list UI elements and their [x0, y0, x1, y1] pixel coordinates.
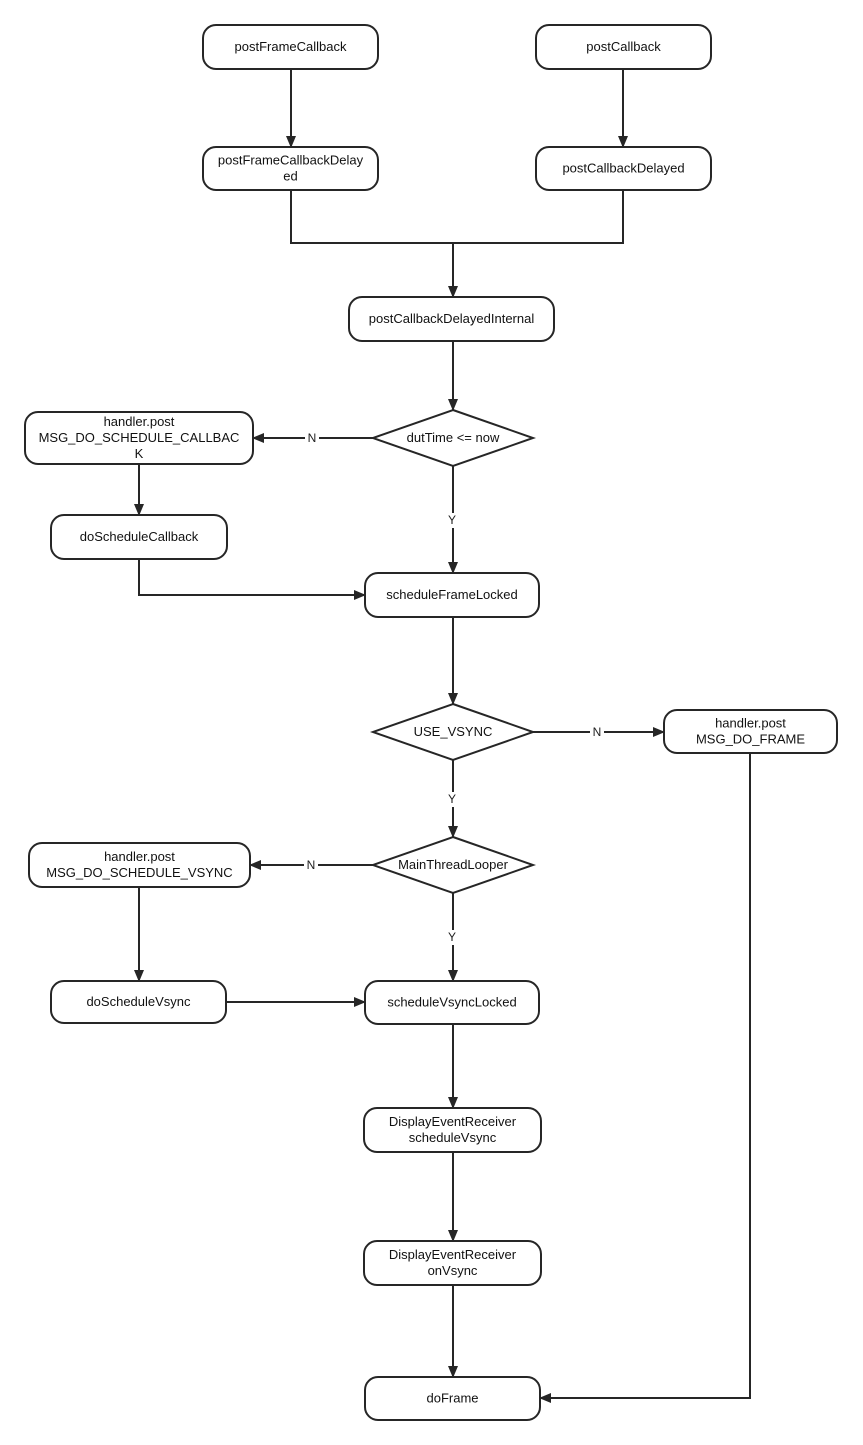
node-do-schedule-vsync[interactable]: doScheduleVsync	[50, 980, 227, 1024]
edge-label-use-vsync-no: N	[593, 725, 602, 739]
node-label-line: handler.post	[104, 849, 175, 864]
node-label-line: MainThreadLooper	[398, 857, 509, 872]
node-do-schedule-callback[interactable]: doScheduleCallback	[50, 514, 228, 560]
node-post-callback[interactable]: postCallback	[535, 24, 712, 70]
node-label-line: MSG_DO_FRAME	[696, 732, 805, 747]
node-label-line: dutTime <= now	[407, 430, 500, 445]
node-schedule-frame-locked[interactable]: scheduleFrameLocked	[364, 572, 540, 618]
node-label-line: DisplayEventReceiver	[389, 1247, 517, 1262]
node-label-line: scheduleFrameLocked	[386, 587, 518, 602]
node-do-frame[interactable]: doFrame	[364, 1376, 541, 1421]
node-label-line: doFrame	[426, 1391, 478, 1406]
node-label: scheduleFrameLocked	[386, 587, 518, 602]
node-label: doScheduleVsync	[86, 994, 191, 1009]
node-label: doFrame	[426, 1391, 478, 1406]
node-post-callback-delayed-internal[interactable]: postCallbackDelayedInternal	[348, 296, 555, 342]
node-label-line: K	[135, 446, 144, 461]
node-schedule-vsync-locked[interactable]: scheduleVsyncLocked	[364, 980, 540, 1025]
node-label-line: handler.post	[715, 716, 786, 731]
node-label-line: ed	[283, 169, 297, 184]
decision-label: MainThreadLooper	[398, 857, 509, 872]
edge-post-frame-callback-delayed-to-merge	[290, 190, 453, 244]
nodes: postFrameCallback postCallback postFrame…	[24, 24, 838, 1421]
edge-label-dut-time-yes: Y	[448, 513, 456, 527]
node-label-line: doScheduleCallback	[80, 529, 199, 544]
node-label-line: scheduleVsync	[409, 1130, 497, 1145]
edge-labels: N Y N Y N Y	[304, 431, 604, 945]
node-label: doScheduleCallback	[80, 529, 199, 544]
node-label: postFrameCallback	[235, 39, 347, 54]
node-label-line: scheduleVsyncLocked	[387, 995, 516, 1010]
edge-label-use-vsync-yes: Y	[448, 792, 456, 806]
edge-label-main-thread-looper-yes: Y	[448, 930, 456, 944]
node-label: postCallback	[586, 39, 661, 54]
node-label-line: postFrameCallback	[235, 39, 347, 54]
node-label-line: postFrameCallbackDelay	[218, 153, 364, 168]
node-label-line: postCallbackDelayedInternal	[369, 311, 535, 326]
node-label: postCallbackDelayed	[562, 161, 684, 176]
decision-label: USE_VSYNC	[414, 724, 493, 739]
node-label-line: onVsync	[428, 1263, 478, 1278]
node-label-line: handler.post	[104, 414, 175, 429]
edge-label-main-thread-looper-no: N	[307, 858, 316, 872]
node-label-line: MSG_DO_SCHEDULE_CALLBAC	[39, 430, 240, 445]
node-label-line: doScheduleVsync	[86, 994, 191, 1009]
node-label-line: USE_VSYNC	[414, 724, 493, 739]
node-post-frame-callback[interactable]: postFrameCallback	[202, 24, 379, 70]
decision-label: dutTime <= now	[407, 430, 500, 445]
edge-post-callback-delayed-to-merge	[453, 190, 624, 244]
edge-handler-do-frame-to-do-frame	[539, 753, 751, 1403]
node-label: postCallbackDelayedInternal	[369, 311, 535, 326]
edge-label-dut-time-no: N	[308, 431, 317, 445]
node-label-line: postCallbackDelayed	[562, 161, 684, 176]
decision-use-vsync[interactable]: USE_VSYNC	[369, 702, 537, 762]
node-label-line: DisplayEventReceiver	[389, 1114, 517, 1129]
decision-main-thread-looper[interactable]: MainThreadLooper	[369, 835, 537, 895]
edge-do-schedule-callback-to-schedule-frame-locked	[138, 559, 366, 600]
node-label-line: postCallback	[586, 39, 661, 54]
decision-dut-time[interactable]: dutTime <= now	[369, 408, 537, 468]
node-label-line: MSG_DO_SCHEDULE_VSYNC	[46, 865, 232, 880]
node-label: scheduleVsyncLocked	[387, 995, 516, 1010]
node-post-callback-delayed[interactable]: postCallbackDelayed	[535, 146, 712, 191]
